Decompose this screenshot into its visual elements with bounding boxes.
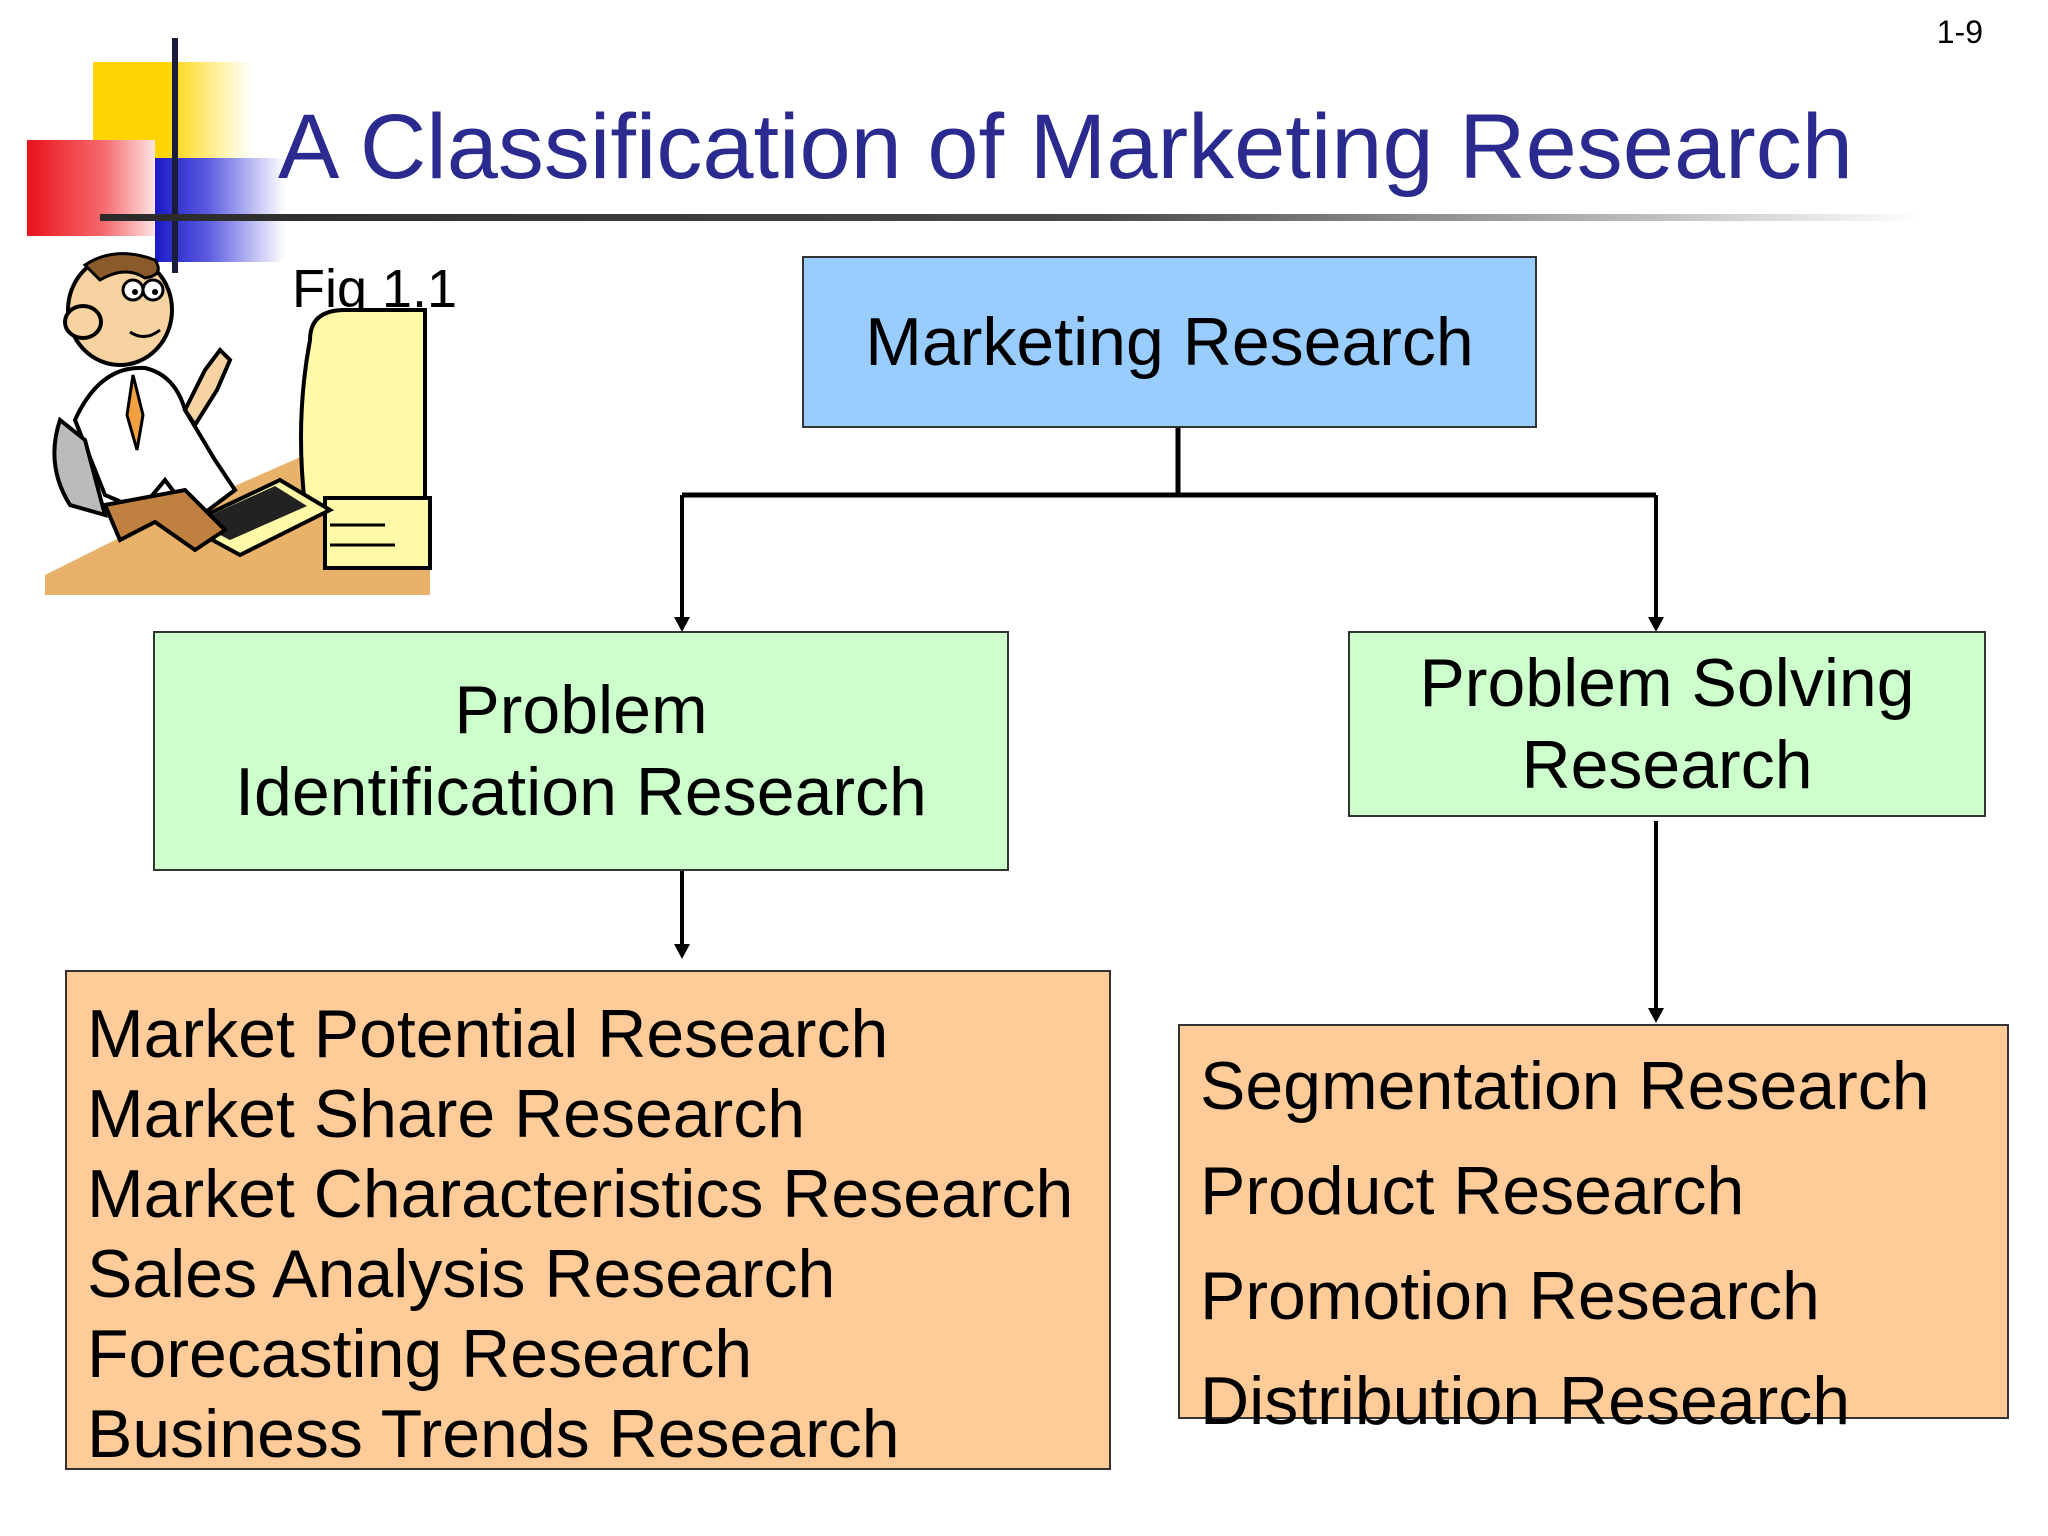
problem-solving-list: Segmentation Research Product Research P…: [1178, 1024, 2009, 1439]
slide-title: A Classification of Marketing Research: [278, 96, 1853, 198]
list-item: Segmentation Research: [1200, 1048, 1930, 1124]
list-item: Business Trends Research: [87, 1396, 900, 1472]
node-label-line: Research: [1521, 727, 1813, 803]
list-item: Market Potential Research: [87, 996, 889, 1072]
list-item: Forecasting Research: [87, 1316, 753, 1392]
arrowhead-solving-list: [1648, 1008, 1664, 1023]
list-item: Promotion Research: [1200, 1258, 1820, 1334]
node-marketing-research: Marketing Research: [802, 256, 1537, 428]
list-item: Market Characteristics Research: [87, 1156, 1074, 1232]
decor-vertical-line: [172, 38, 178, 273]
title-underline: [100, 214, 1920, 221]
arrowhead-identification-list: [674, 944, 690, 959]
node-label-line: Problem Solving: [1419, 645, 1915, 721]
list-item: Sales Analysis Research: [87, 1236, 836, 1312]
person-at-computer-icon: [45, 252, 432, 595]
node-label-line: Problem: [454, 672, 708, 748]
arrowhead-problem-solving: [1648, 617, 1664, 632]
node-problem-solving-research: Problem Solving Research: [1348, 631, 1986, 817]
node-problem-identification-research: Problem Identification Research: [153, 631, 1009, 871]
slide-number: 1-9: [1936, 14, 1983, 50]
arrowhead-problem-identification: [674, 617, 690, 632]
node-label: Marketing Research: [865, 304, 1474, 380]
problem-identification-list: Market Potential Research Market Share R…: [65, 970, 1111, 1472]
list-item: Distribution Research: [1200, 1363, 1851, 1439]
list-item: Product Research: [1200, 1153, 1745, 1229]
list-item: Market Share Research: [87, 1076, 806, 1152]
node-label-line: Identification Research: [235, 754, 927, 830]
